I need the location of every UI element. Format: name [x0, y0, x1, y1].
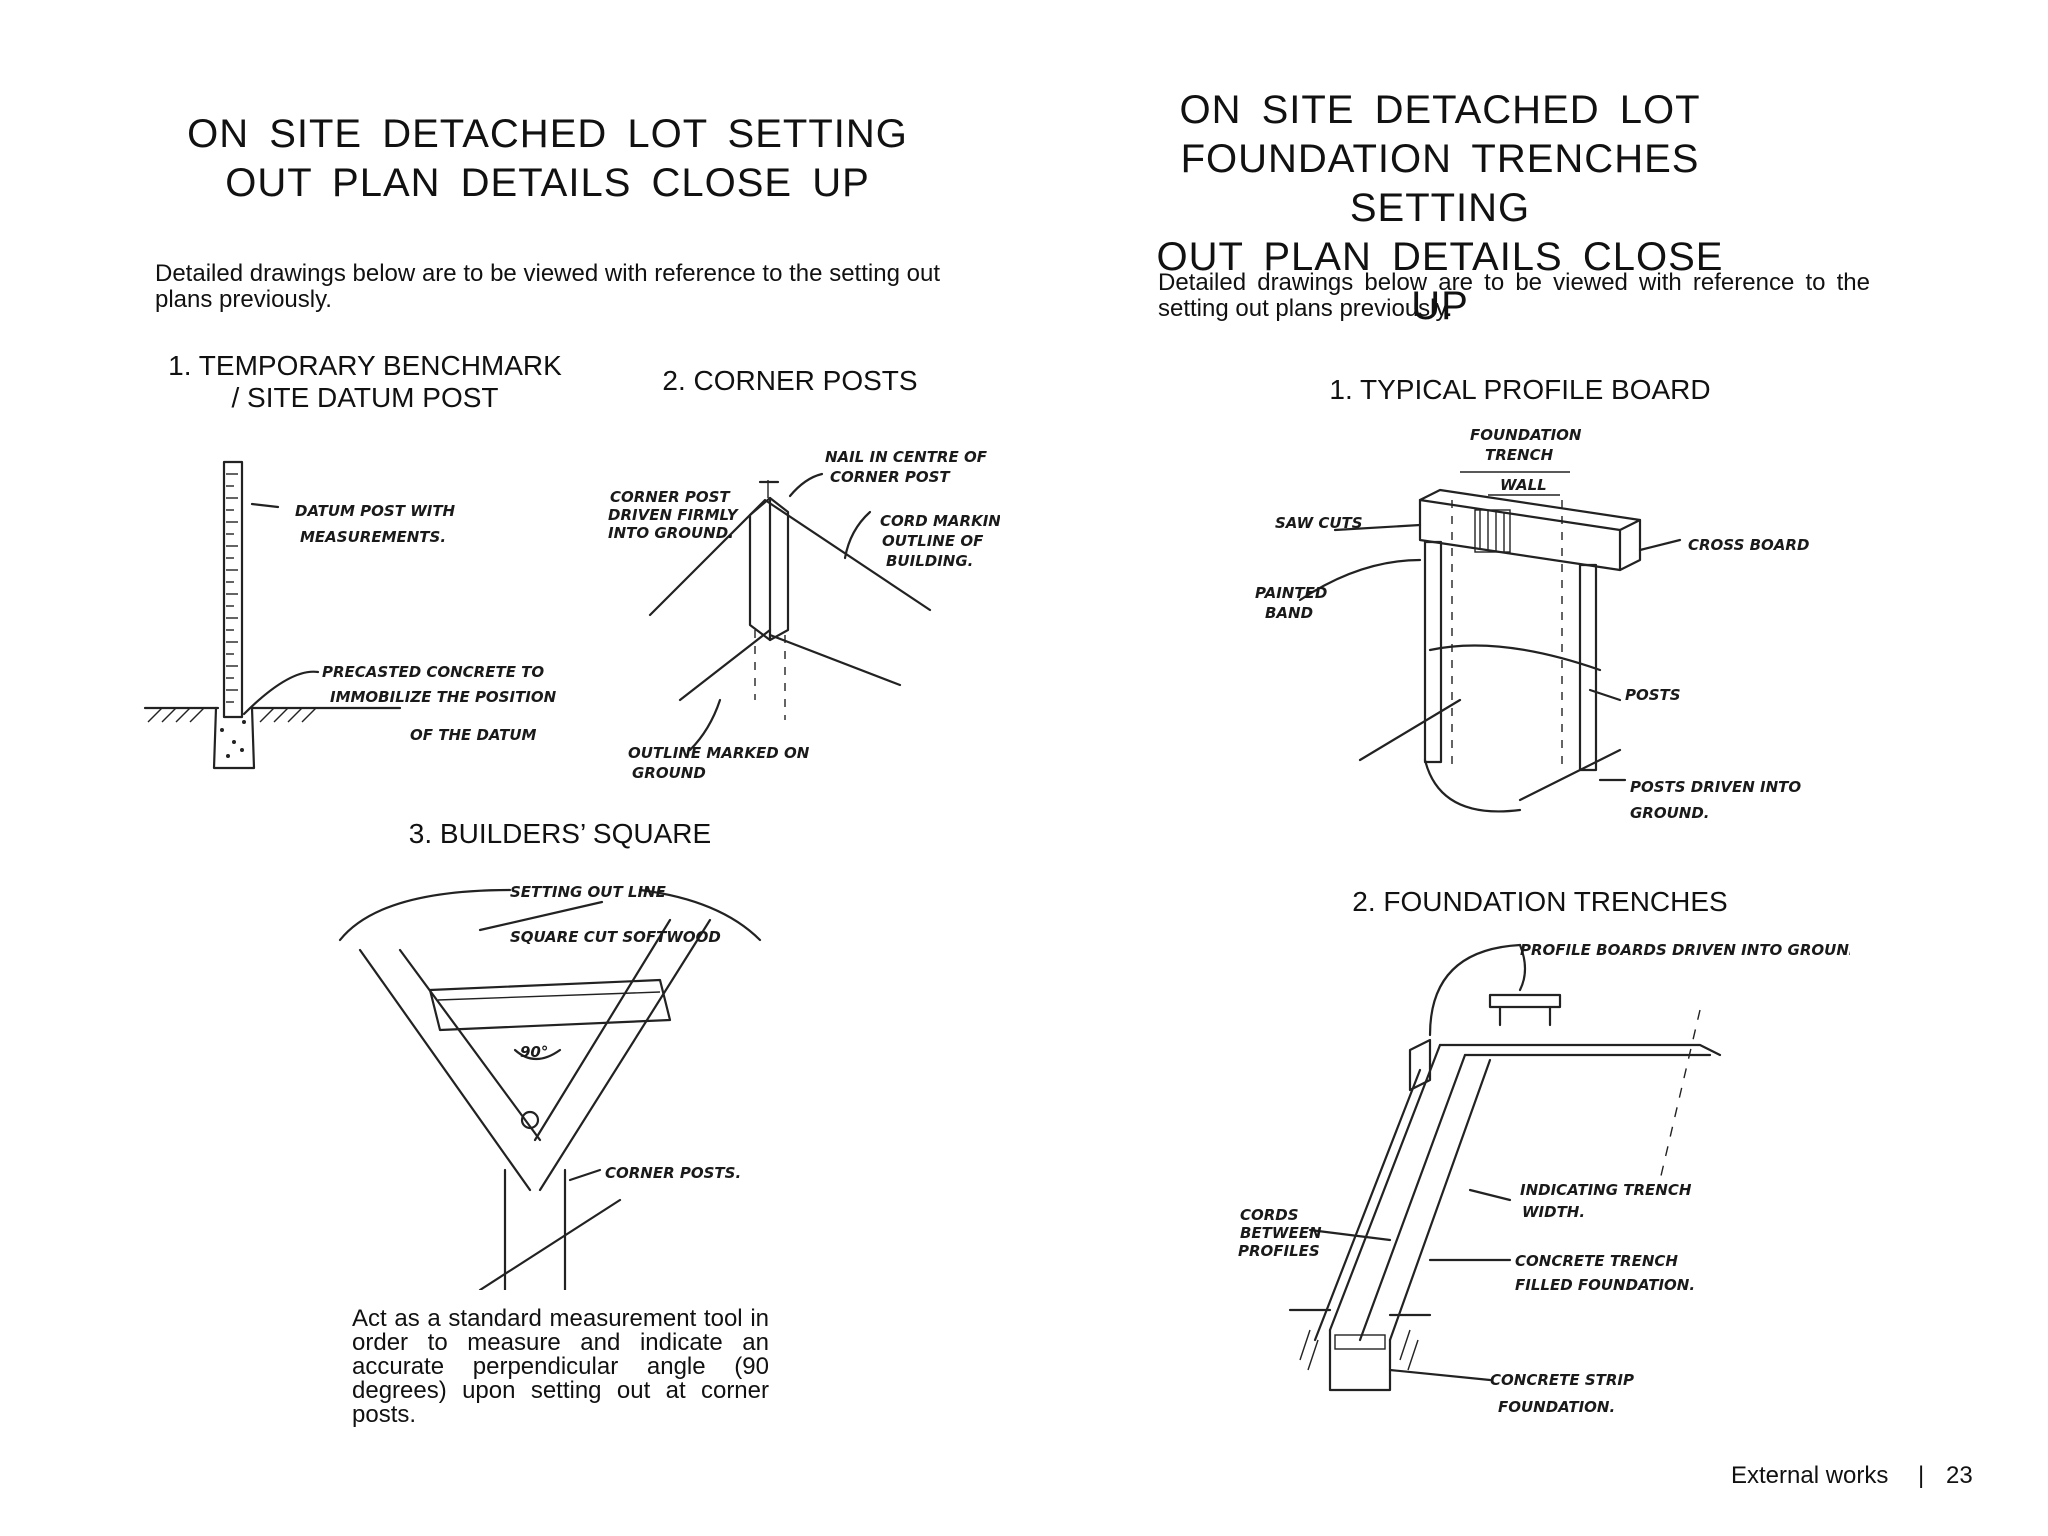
left-page-title: ON SITE DETACHED LOT SETTING OUT PLAN DE… [187, 112, 908, 205]
label-cords-2: BETWEEN [1240, 1224, 1322, 1242]
footer-page-number: 23 [1946, 1462, 1973, 1489]
footer-section-name: External works [1731, 1462, 1889, 1489]
label-concrete-strip-1: CONCRETE STRIP [1490, 1371, 1634, 1389]
label-outline-1: OUTLINE MARKED ON [628, 744, 810, 762]
label-foundation-trench-2: TRENCH [1485, 446, 1554, 464]
label-band: BAND [1265, 604, 1313, 622]
label-angle-90: 90° [520, 1043, 548, 1061]
left-intro-text: Detailed drawings below are to be viewed… [155, 260, 940, 313]
label-precast-2: IMMOBILIZE THE POSITION [330, 688, 557, 706]
label-corner-posts: CORNER POSTS. [605, 1164, 741, 1182]
datum-post-sketch: DATUM POST WITH MEASUREMENTS. PRECASTED … [143, 460, 557, 770]
label-posts-driven-1: POSTS DRIVEN INTO [1630, 778, 1801, 796]
label-concrete-strip-2: FOUNDATION. [1498, 1398, 1615, 1416]
label-measurements: MEASUREMENTS. [300, 528, 446, 546]
builders-square-sketch: SETTING OUT LINE SQUARE CUT SOFTWOOD 90°… [338, 883, 762, 1290]
label-cords-1: CORDS [1240, 1206, 1299, 1224]
caption-foundation-trenches: 2. FOUNDATION TRENCHES [1352, 886, 1728, 917]
right-page-title: ON SITE DETACHED LOT FOUNDATION TRENCHES… [1156, 88, 1724, 328]
label-nail-2: CORNER POST [830, 468, 951, 486]
label-concrete-filled-1: CONCRETE TRENCH [1515, 1252, 1678, 1270]
label-outline-2: GROUND [632, 764, 706, 782]
corner-posts-sketch: NAIL IN CENTRE OF CORNER POST CORNER POS… [608, 448, 1000, 782]
label-cord-marking-3: BUILDING. [886, 552, 973, 570]
footer-separator: | [1918, 1462, 1925, 1489]
label-square-cut-softwood: SQUARE CUT SOFTWOOD [510, 928, 721, 946]
label-posts-driven-2: GROUND. [1630, 804, 1710, 822]
label-trench-width-2: WIDTH. [1522, 1203, 1585, 1221]
label-precast-3: OF THE DATUM [410, 726, 537, 744]
right-intro-text: Detailed drawings below are to be viewed… [1158, 269, 1870, 322]
label-cord-marking-1: CORD MARKING [880, 512, 1000, 530]
label-cords-3: PROFILES [1238, 1242, 1320, 1260]
caption-typical-profile-board: 1. TYPICAL PROFILE BOARD [1329, 374, 1711, 405]
foundation-trenches-sketch: PROFILE BOARDS DRIVEN INTO GROUND. INDIC… [1238, 941, 1850, 1416]
label-profile-boards-driven: PROFILE BOARDS DRIVEN INTO GROUND. [1520, 941, 1850, 959]
label-nail-1: NAIL IN CENTRE OF [825, 448, 988, 466]
caption-temporary-benchmark: 1. TEMPORARY BENCHMARK / SITE DATUM POST [168, 350, 562, 413]
datum-post-ticks [226, 473, 238, 703]
builders-square-note: Act as a standard measurement tool in or… [352, 1305, 769, 1428]
label-datum-post: DATUM POST WITH [295, 502, 456, 520]
label-concrete-filled-2: FILLED FOUNDATION. [1515, 1276, 1695, 1294]
label-cross-board: CROSS BOARD [1688, 536, 1809, 554]
label-corner-post-3: INTO GROUND. [608, 524, 734, 542]
label-painted: PAINTED [1255, 584, 1327, 602]
label-trench-width-1: INDICATING TRENCH [1520, 1181, 1692, 1199]
label-foundation-trench-1: FOUNDATION [1470, 426, 1582, 444]
label-precast-1: PRECASTED CONCRETE TO [322, 663, 544, 681]
profile-board-sketch: FOUNDATION TRENCH WALL SAW CUTS CROSS BO… [1255, 426, 1809, 822]
caption-corner-posts: 2. CORNER POSTS [662, 365, 918, 396]
label-setting-out-line: SETTING OUT LINE [510, 883, 667, 901]
label-saw-cuts: SAW CUTS [1275, 514, 1363, 532]
caption-builders-square: 3. BUILDERS’ SQUARE [408, 818, 712, 849]
label-cord-marking-2: OUTLINE OF [882, 532, 984, 550]
label-corner-post-2: DRIVEN FIRMLY [608, 506, 740, 524]
label-corner-post-1: CORNER POST [610, 488, 731, 506]
label-wall: WALL [1500, 476, 1547, 494]
label-posts: POSTS [1625, 686, 1681, 704]
